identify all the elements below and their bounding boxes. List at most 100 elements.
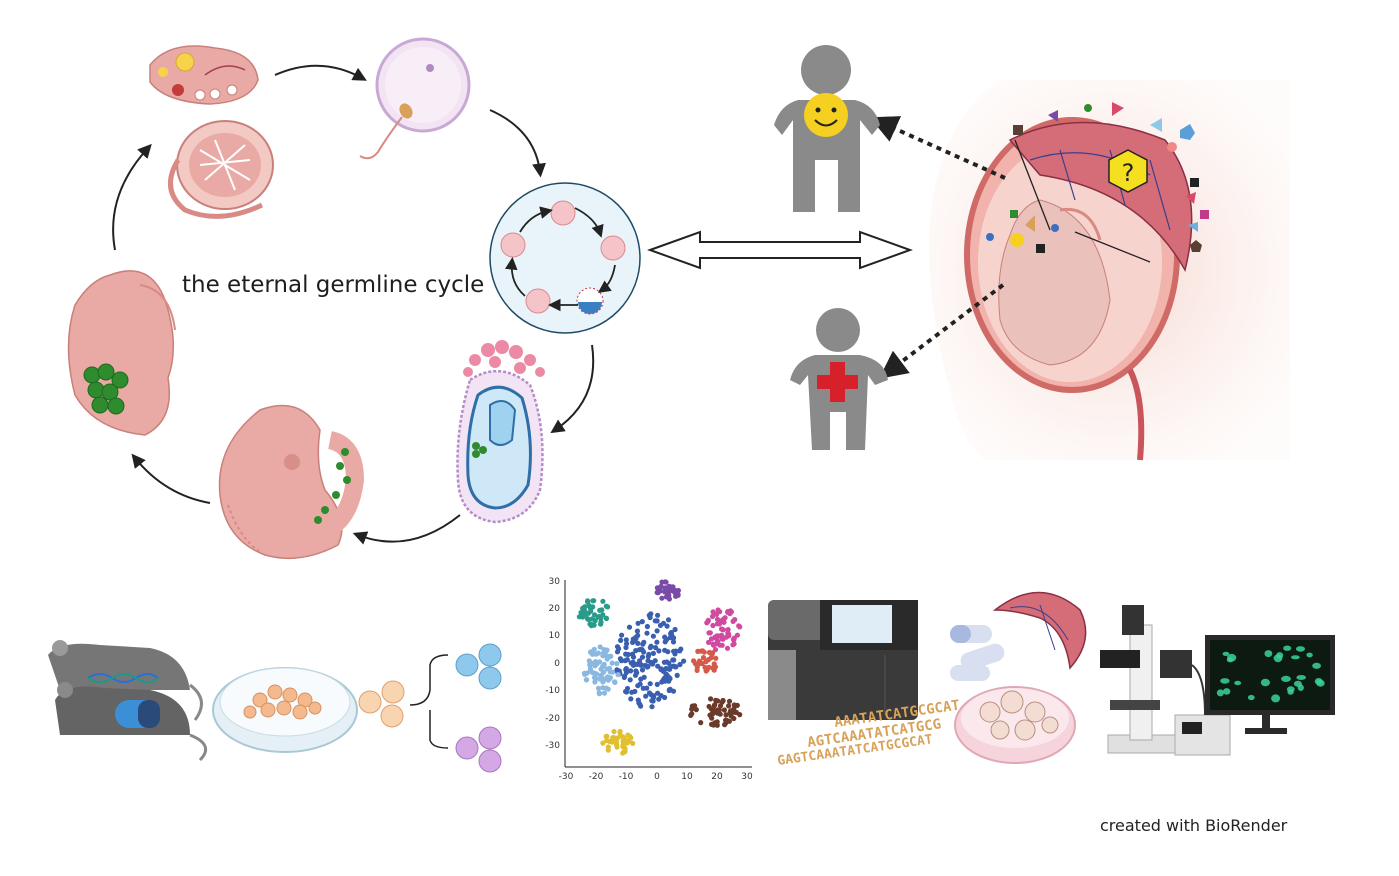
tsne-point bbox=[709, 715, 715, 721]
tsne-point bbox=[677, 648, 683, 654]
tsne-point bbox=[700, 655, 707, 661]
tsne-point bbox=[590, 604, 596, 610]
tsne-point bbox=[628, 668, 634, 674]
tsne-point bbox=[630, 662, 637, 668]
tsne-y-tick: -10 bbox=[545, 686, 560, 696]
tsne-point bbox=[673, 648, 679, 654]
tsne-point bbox=[732, 617, 738, 623]
tsne-point bbox=[662, 639, 668, 645]
tsne-point bbox=[659, 595, 665, 601]
tsne-y-tick: 20 bbox=[549, 604, 561, 614]
tsne-point bbox=[583, 677, 590, 683]
tsne-point bbox=[728, 713, 734, 719]
tsne-point bbox=[607, 675, 614, 681]
tsne-point bbox=[600, 650, 606, 656]
arrow-embryo-to-fetus bbox=[131, 453, 211, 504]
tsne-point bbox=[660, 677, 666, 683]
tsne-point bbox=[635, 697, 641, 703]
tsne-point bbox=[672, 664, 678, 670]
cycle-arrows bbox=[112, 64, 595, 545]
tsne-point bbox=[701, 649, 707, 655]
tsne-point bbox=[708, 636, 715, 642]
tsne-x-tick: 10 bbox=[681, 772, 693, 782]
tsne-point bbox=[614, 644, 621, 650]
tsne-x-tick: 30 bbox=[741, 772, 753, 782]
fluorescent-cell bbox=[1297, 684, 1304, 691]
tsne-point bbox=[607, 669, 613, 675]
tsne-point bbox=[661, 659, 668, 665]
tsne-point bbox=[662, 634, 668, 640]
sequencer-icon bbox=[768, 600, 918, 720]
tsne-point bbox=[652, 618, 658, 624]
tsne-point bbox=[658, 666, 664, 672]
tsne-point bbox=[711, 702, 718, 709]
question-hexagon-icon bbox=[1108, 149, 1148, 193]
tsne-point bbox=[601, 690, 608, 696]
tsne-point bbox=[593, 651, 599, 657]
tsne-point bbox=[600, 663, 606, 670]
arrow-gonad-to-fertilization bbox=[274, 64, 367, 81]
tsne-point bbox=[598, 672, 604, 678]
tsne-point bbox=[620, 734, 626, 740]
fluorescent-cells bbox=[1216, 645, 1325, 703]
cycle-title: the eternal germline cycle bbox=[182, 272, 485, 298]
fluorescent-cell bbox=[1281, 675, 1291, 683]
tsne-point bbox=[634, 628, 641, 634]
fluorescent-cell bbox=[1226, 657, 1234, 663]
microscope-icon bbox=[1100, 605, 1231, 756]
tsne-point bbox=[617, 728, 623, 735]
tsne-point bbox=[639, 654, 646, 660]
tsne-point bbox=[624, 685, 631, 692]
tsne-point bbox=[713, 697, 719, 703]
tsne-y-tick: -20 bbox=[545, 714, 560, 724]
tsne-point bbox=[706, 664, 712, 671]
tsne-point bbox=[695, 648, 701, 655]
tsne-y-tick: 0 bbox=[554, 659, 560, 669]
organoid-dish-icon bbox=[954, 686, 1076, 764]
fluorescent-cell bbox=[1247, 694, 1255, 701]
ovary-icon bbox=[149, 45, 259, 105]
cell-culture-dish-icon bbox=[212, 667, 358, 753]
tsne-clusters bbox=[576, 579, 743, 756]
tsne-point bbox=[654, 681, 660, 688]
tsne-point bbox=[731, 706, 737, 712]
tsne-point bbox=[718, 618, 724, 624]
pills-icon bbox=[950, 625, 1005, 681]
tsne-point bbox=[628, 696, 634, 702]
tsne-point bbox=[652, 658, 658, 664]
tsne-point bbox=[731, 702, 737, 708]
blastocyst-icon bbox=[456, 340, 545, 524]
tsne-point bbox=[605, 747, 611, 753]
tsne-point bbox=[667, 676, 673, 682]
fluorescent-cell bbox=[1222, 651, 1230, 657]
tsne-x-tick: -30 bbox=[559, 772, 574, 782]
biorender-credit: created with BioRender bbox=[1100, 816, 1288, 835]
tsne-point bbox=[604, 737, 610, 744]
tsne-point bbox=[618, 637, 624, 644]
cleavage-circle-icon bbox=[489, 182, 641, 334]
tsne-point bbox=[719, 699, 725, 705]
tsne-point bbox=[615, 672, 621, 678]
tsne-point bbox=[614, 649, 621, 655]
tsne-x-tick: -10 bbox=[619, 772, 634, 782]
tsne-y-tick: 30 bbox=[549, 577, 561, 587]
tsne-point bbox=[663, 665, 669, 672]
svg-text:?: ? bbox=[1122, 159, 1135, 187]
tsne-point bbox=[638, 703, 644, 709]
tsne-point bbox=[726, 633, 732, 639]
tsne-point bbox=[647, 681, 653, 687]
tsne-point bbox=[659, 579, 665, 585]
tsne-point bbox=[612, 679, 618, 686]
tsne-point bbox=[713, 655, 719, 661]
fluorescence-monitor-icon bbox=[1205, 635, 1335, 734]
fluorescent-cell bbox=[1216, 689, 1224, 697]
arrow-fetus-to-gonad bbox=[112, 143, 152, 251]
tsne-point bbox=[696, 661, 703, 667]
tsne-point bbox=[600, 740, 606, 746]
tsne-point bbox=[588, 623, 595, 629]
tsne-point bbox=[726, 703, 732, 709]
tsne-point bbox=[604, 653, 610, 659]
fluorescent-cell bbox=[1264, 650, 1273, 658]
tsne-point bbox=[646, 651, 652, 658]
placenta-slice-icon bbox=[992, 591, 1087, 670]
